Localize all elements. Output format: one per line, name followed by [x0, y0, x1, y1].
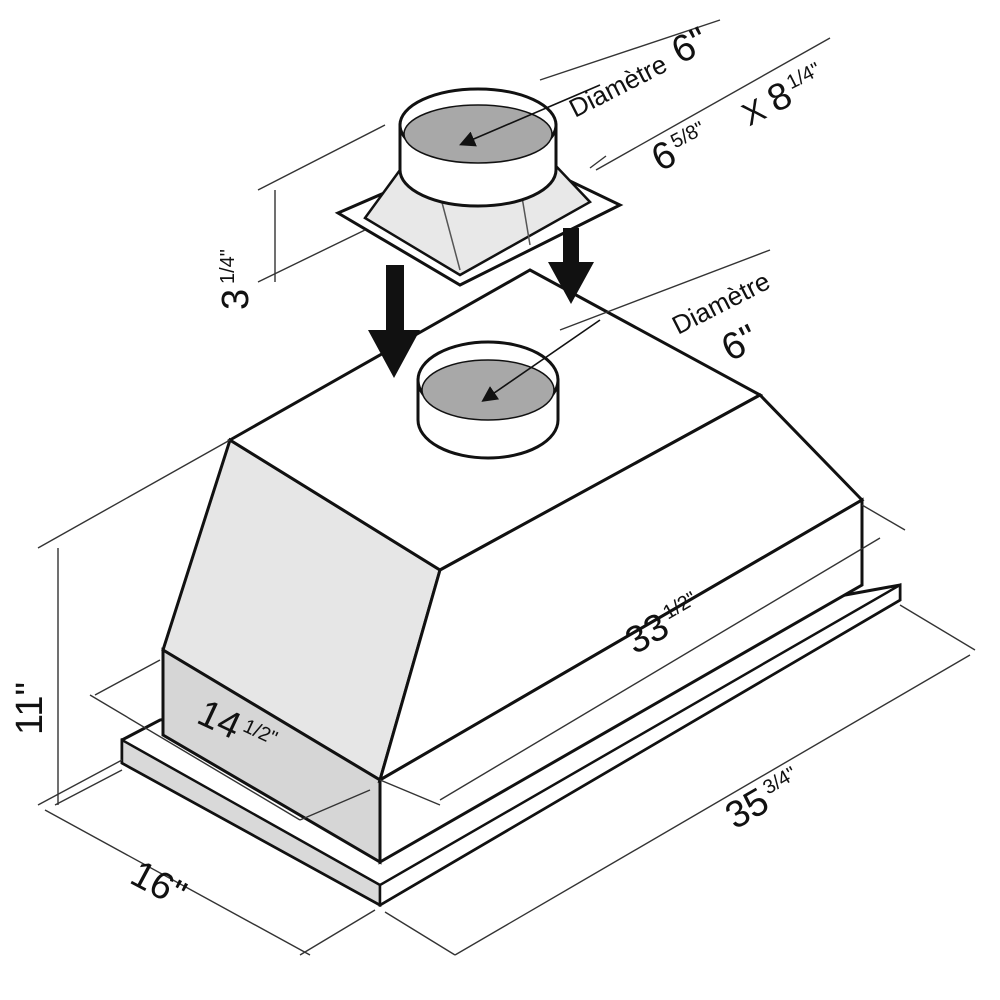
label-top-diameter: Diamètre 6": [564, 19, 715, 124]
top-diameter-value: 6": [665, 19, 715, 72]
bottom-plate-right-edge: [378, 582, 902, 908]
collar-diameter-value: 6": [715, 317, 765, 370]
adapter-seam-1: [439, 194, 461, 271]
height-11: 11": [9, 682, 51, 735]
label-depth-16: 16": [124, 853, 193, 916]
adapter-diameter-arrow: [459, 84, 601, 147]
down-arrow-left: [368, 265, 420, 378]
adapter-height: 3: [215, 289, 257, 310]
dimension-lines: [37, 19, 976, 956]
label-height-11: 11": [9, 682, 51, 735]
down-arrow-right: [548, 228, 594, 304]
label-width-35: 35 3/4": [719, 763, 801, 838]
adapter-height-frac: 1/4": [217, 249, 239, 284]
adapter-opening: [403, 104, 553, 164]
install-arrows: [368, 228, 594, 378]
collar-opening: [421, 359, 555, 421]
adapter-x: X: [736, 91, 771, 133]
label-collar-diameter-value: 6": [715, 317, 765, 370]
label-adapter-size: 6 5/8" X 8 1/4": [645, 59, 824, 180]
adapter-l-frac: 1/4": [783, 59, 824, 94]
depth-16: 16": [124, 853, 193, 916]
collar-on-body: [416, 319, 601, 460]
top-diameter-word: Diamètre: [564, 49, 672, 124]
collar-diameter-arrow: [481, 319, 601, 402]
label-adapter-height: 3 1/4": [215, 249, 257, 310]
duct-adapter: [334, 84, 624, 287]
adapter-w-frac: 5/8": [667, 118, 708, 153]
front-lower-face: [378, 497, 864, 865]
width-35-frac: 3/4": [759, 763, 800, 800]
